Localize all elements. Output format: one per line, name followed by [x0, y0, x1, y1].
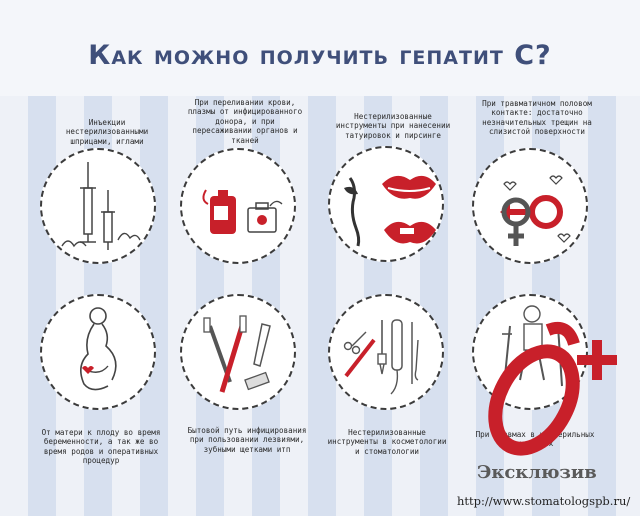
circle-transfusion [180, 148, 296, 264]
caption-tattoo: Нестерилизованные инструменты при нанесе… [335, 112, 451, 140]
caption-dental: Нестерилизованные инструменты в косметол… [327, 428, 447, 456]
toothbrush-razor-icon [203, 315, 271, 393]
gender-symbols-icon [500, 175, 571, 246]
circle-tattoo [328, 146, 444, 262]
page-title: Как можно получить гепатит С? [88, 40, 552, 71]
injured-person-icon [502, 305, 563, 387]
circle-mother [40, 294, 156, 410]
brand-logo-icon [488, 321, 617, 456]
lips-tattoo-icon [344, 175, 436, 247]
circle-household [180, 294, 296, 410]
title-band [0, 0, 640, 96]
caption-transfusion: При переливании крови, плазмы от инфицир… [187, 98, 303, 145]
blood-bag-icon [202, 189, 283, 234]
circle-sexual [472, 148, 588, 264]
syringe-icon [61, 162, 141, 250]
watermark-url[interactable]: http://www.stomatologspb.ru/ [457, 494, 631, 508]
caption-sexual: При травматичном половом контакте: доста… [482, 99, 592, 137]
circle-dental [328, 294, 444, 410]
caption-mother: От матери к плоду во время беременности,… [41, 428, 161, 466]
caption-household: Бытовой путь инфицирования при пользован… [187, 426, 307, 454]
dental-tools-icon [343, 319, 419, 395]
circle-injections [40, 148, 156, 264]
watermark-brand: Эксклюзив [477, 462, 597, 483]
caption-injections: Инъекции нестерилизованными шприцами, иг… [65, 118, 149, 146]
pregnant-woman-icon [80, 307, 117, 391]
